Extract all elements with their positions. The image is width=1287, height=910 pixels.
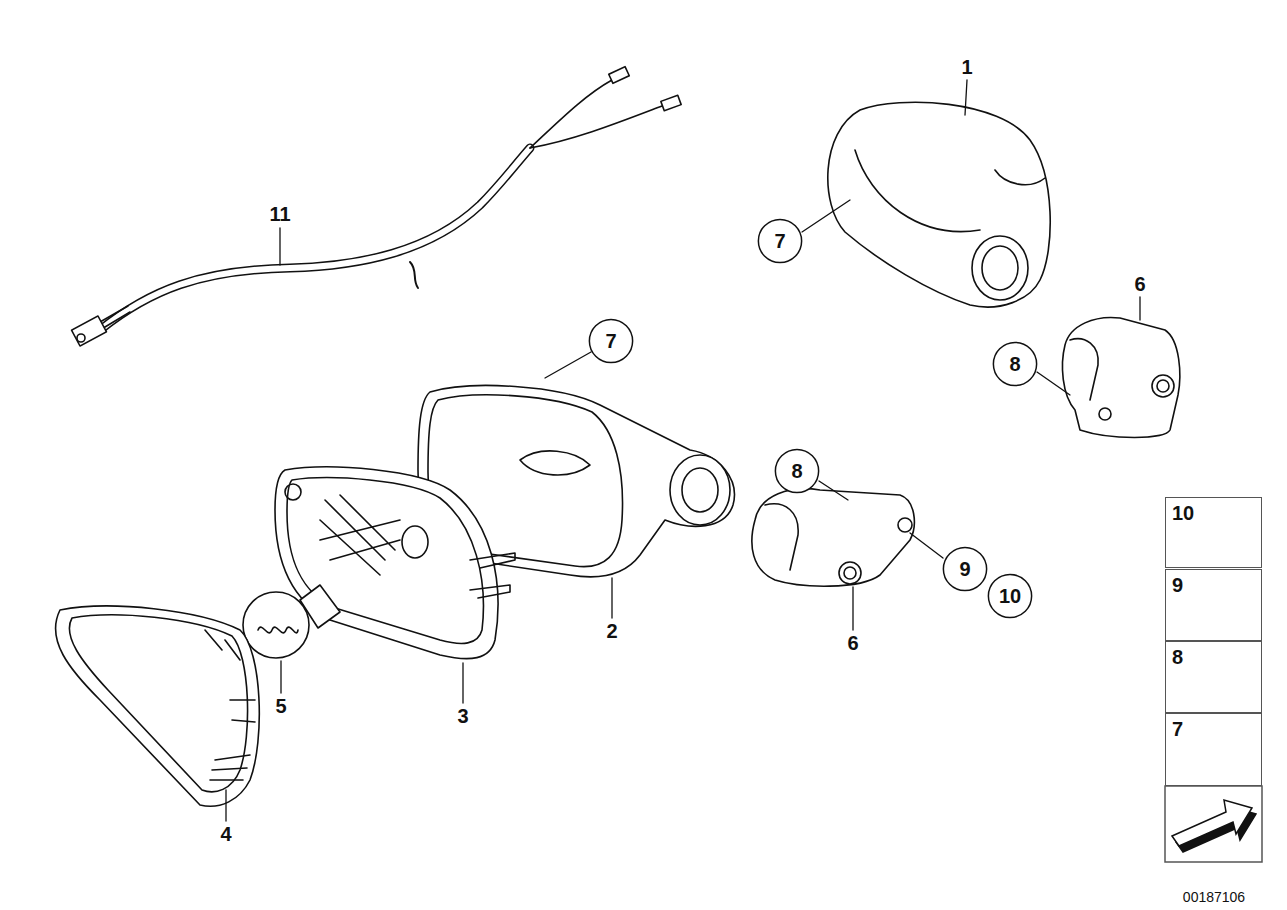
- callout-circle: 10: [987, 573, 1033, 619]
- circle-shape: [993, 342, 1036, 385]
- callout-number: 8: [1172, 647, 1183, 667]
- callout-number: 7: [774, 231, 785, 251]
- fastener-icons: [1165, 522, 1262, 862]
- circle-shape: [589, 319, 632, 362]
- callout-number: 9: [1172, 575, 1183, 595]
- indicator-housing: [828, 102, 1050, 307]
- part-number: 3: [457, 706, 468, 726]
- legend-cell: 9: [1165, 569, 1262, 641]
- callout-number: 9: [959, 559, 970, 579]
- bulb: [243, 585, 340, 658]
- circle-shape: [775, 449, 818, 492]
- callout-circle: 8: [992, 341, 1038, 387]
- callout-circle: 7: [757, 218, 803, 264]
- part-number: 2: [606, 621, 617, 641]
- bracket: [752, 489, 914, 586]
- part-number: 1: [961, 57, 972, 77]
- drawing-number: 00187106: [1183, 890, 1245, 904]
- legend-cell: 10: [1165, 497, 1262, 568]
- part-number: 6: [1134, 274, 1145, 294]
- callout-number: 7: [605, 331, 616, 351]
- callout-number: 8: [1009, 354, 1020, 374]
- part-number: 6: [847, 633, 858, 653]
- arrow-symbol: [1172, 800, 1252, 846]
- lens: [56, 606, 260, 806]
- circle-shape: [943, 547, 986, 590]
- arrow-box: [1165, 786, 1262, 862]
- part-number: 4: [220, 824, 231, 844]
- leader-lines: [226, 80, 1140, 821]
- part-number: 11: [269, 204, 290, 224]
- legend-cell: 7: [1165, 713, 1262, 786]
- reflector: [275, 467, 515, 659]
- callout-circle: 7: [588, 318, 634, 364]
- callout-number: 10: [1172, 503, 1194, 523]
- legend-cell: 8: [1165, 641, 1262, 713]
- callout-number: 10: [999, 586, 1021, 606]
- callout-circle: 9: [942, 546, 988, 592]
- wiring-harness: [72, 67, 682, 346]
- circle-shape: [988, 574, 1031, 617]
- part-number: 5: [275, 696, 286, 716]
- callout-number: 7: [1172, 719, 1183, 739]
- callout-circle: 8: [774, 448, 820, 494]
- circle-shape: [758, 219, 801, 262]
- callout-number: 8: [791, 461, 802, 481]
- bracket: [1062, 317, 1179, 437]
